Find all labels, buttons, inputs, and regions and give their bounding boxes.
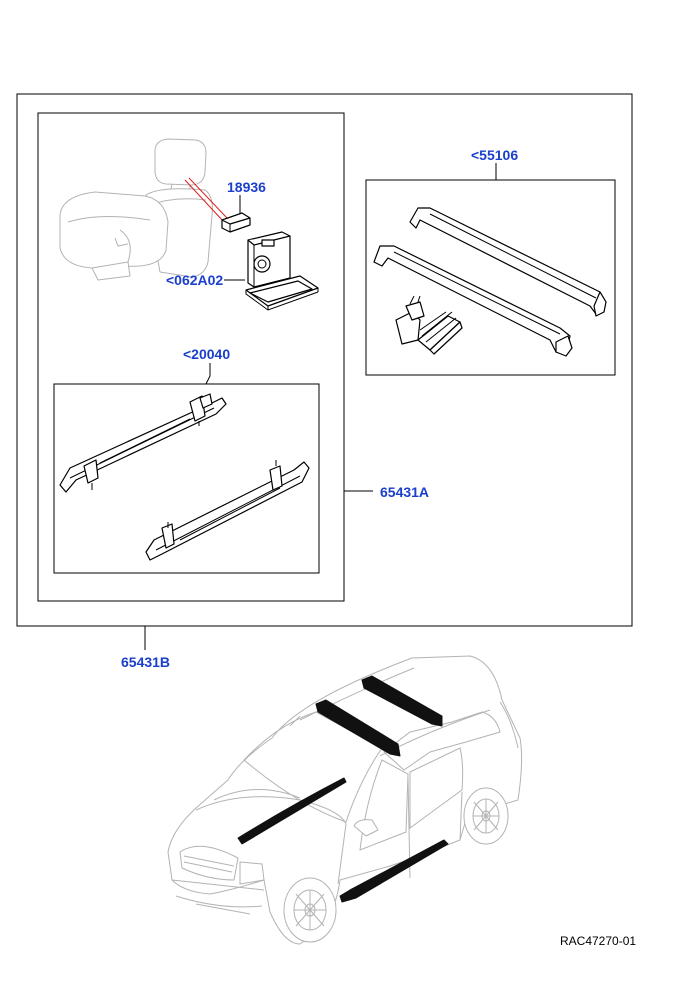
roof-crossbar-rear	[409, 207, 607, 317]
seat-illustration	[59, 138, 213, 281]
leader-lines	[144, 163, 497, 650]
side-step-upper	[59, 393, 227, 493]
callout-55106: <55106	[471, 147, 518, 163]
kit-frame-inner	[37, 112, 345, 602]
roof-rail-box	[365, 179, 616, 376]
callout-65431b: 65431B	[121, 654, 170, 670]
callout-062a02: <062A02	[166, 272, 223, 288]
vehicle-crossbar-rear	[361, 675, 443, 727]
part-18936-module	[221, 212, 251, 233]
seat-connector-leader	[184, 177, 228, 222]
vehicle-hood-stripe	[237, 777, 347, 845]
vehicle-side-step	[339, 839, 449, 903]
callout-18936: 18936	[227, 179, 266, 195]
roof-crossbar-front	[373, 245, 573, 357]
vehicle-illustration	[167, 655, 523, 945]
roof-rail-fitting-kit	[395, 295, 463, 355]
callout-65431a: 65431A	[380, 484, 429, 500]
side-steps-box	[53, 383, 320, 574]
reference-code: RAC47270-01	[560, 934, 636, 948]
vehicle-crossbar-front	[315, 699, 401, 757]
kit-frame-outer	[16, 93, 633, 627]
side-step-lower	[145, 460, 310, 561]
callout-20040: <20040	[183, 346, 230, 362]
part-062a02-bracket	[245, 231, 319, 311]
